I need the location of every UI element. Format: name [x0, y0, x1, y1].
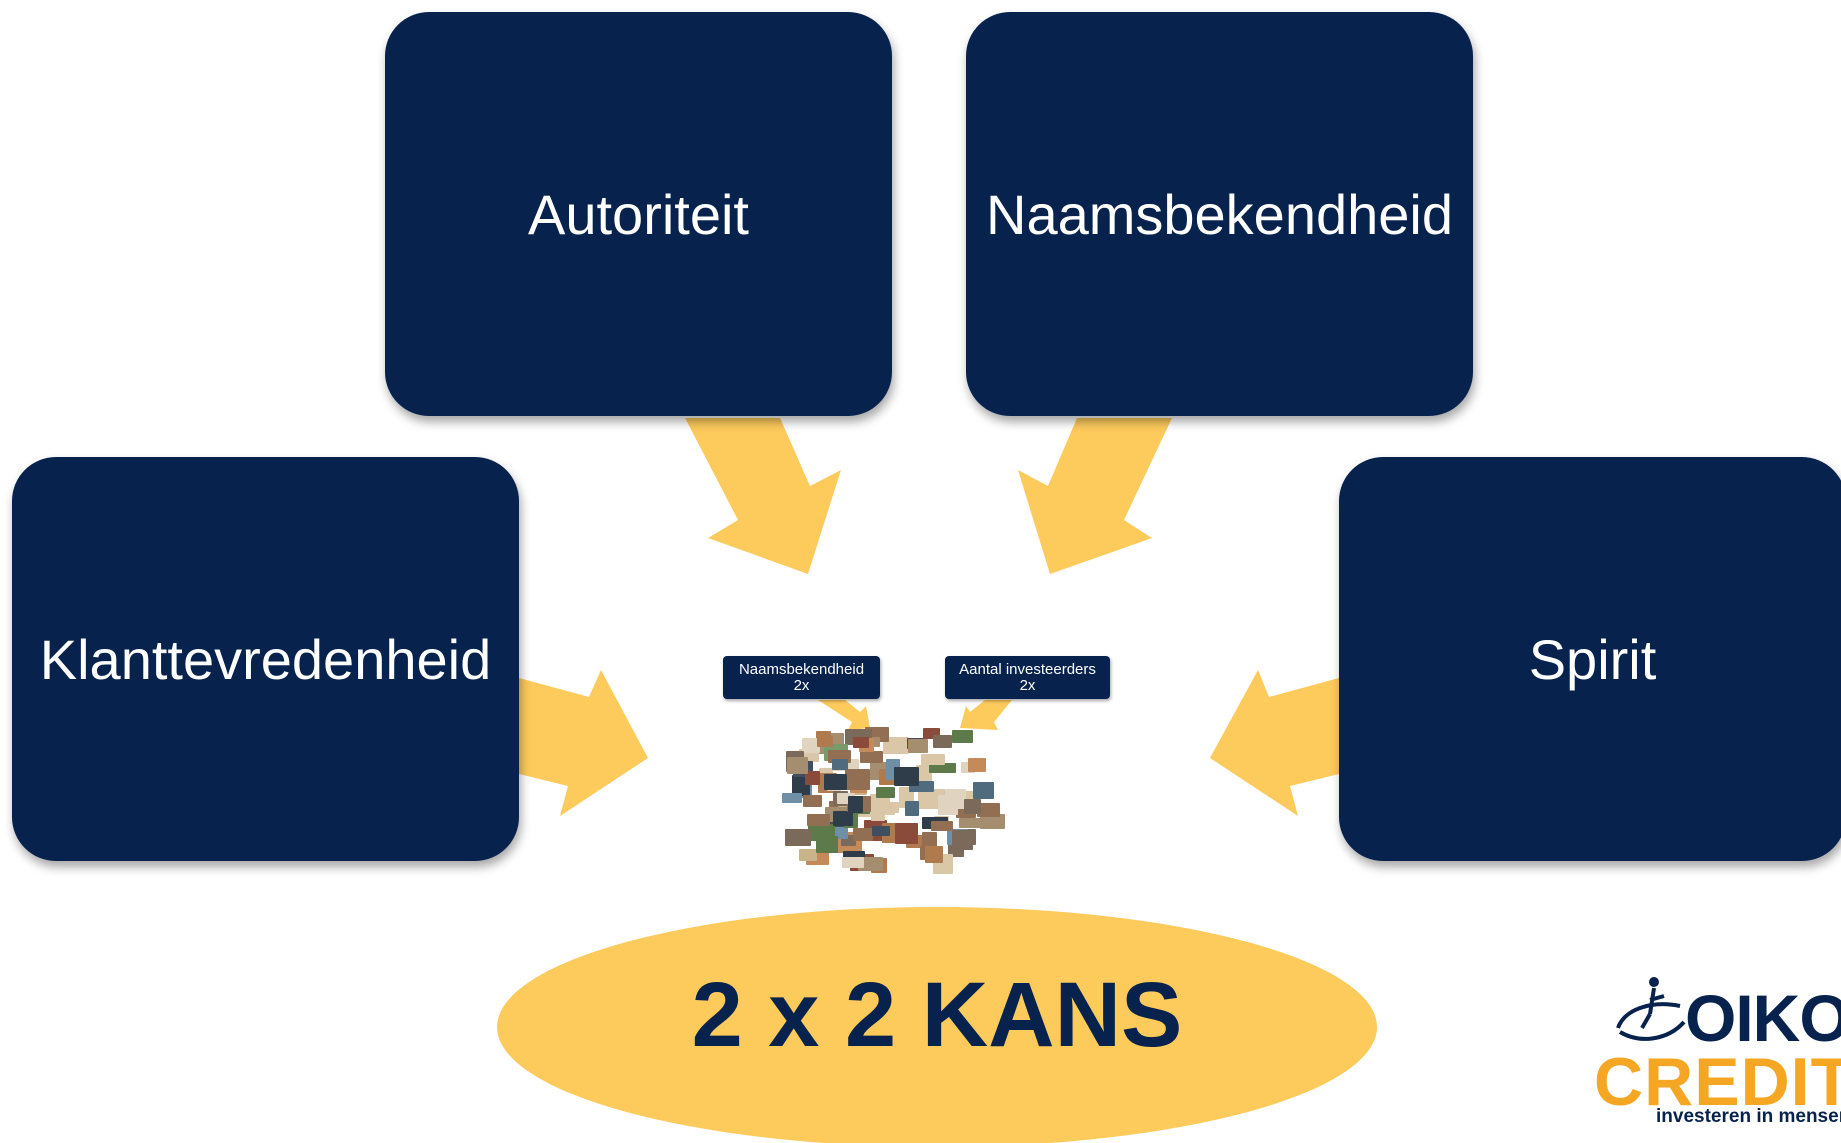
collage-photo [908, 738, 929, 753]
arrow-tag-1 [818, 700, 870, 730]
collage-photo [931, 820, 954, 831]
collage-photo [853, 828, 874, 842]
photo-collage [782, 726, 1008, 886]
tag-aantal-investeerders: Aantal investeerders 2x [945, 656, 1110, 699]
box-spirit: Spirit [1339, 457, 1841, 861]
collage-photo [817, 735, 834, 747]
collage-photo [870, 801, 885, 821]
collage-photo [976, 802, 1000, 817]
collage-photo [963, 799, 981, 815]
collage-photo [786, 757, 808, 775]
logo-word-credit: CREDIT [1594, 1044, 1841, 1120]
collage-photo [875, 786, 895, 798]
collage-photo [858, 856, 884, 871]
box-label: Naamsbekendheid [986, 182, 1453, 246]
collage-photo [784, 829, 811, 846]
tag-line1: Aantal investeerders [959, 660, 1096, 678]
outcome-ellipse: 2 x 2 KANS [497, 907, 1377, 1143]
collage-photo [933, 735, 953, 749]
arrow-naamsbekendheid [1018, 418, 1172, 574]
box-label: Spirit [1528, 627, 1657, 691]
collage-photo [924, 846, 943, 864]
collage-photo [841, 835, 857, 847]
collage-photo [852, 737, 869, 749]
globe-figure-icon [1616, 977, 1686, 1041]
collage-photo [916, 764, 933, 786]
tag-line2: 2x [793, 676, 810, 694]
collage-photo [883, 736, 910, 754]
box-label: Autoriteit [528, 182, 749, 246]
tag-line1: Naamsbekendheid [738, 660, 865, 678]
collage-photo [894, 823, 918, 845]
collage-photo [872, 826, 891, 837]
collage-photo [979, 813, 1005, 829]
collage-photo [945, 789, 967, 810]
collage-photo [958, 817, 982, 828]
box-klanttevredenheid: Klanttevredenheid [12, 457, 519, 861]
collage-photo [837, 793, 856, 805]
collage-photo [832, 759, 849, 771]
tag-naamsbekendheid: Naamsbekendheid 2x [723, 656, 880, 699]
arrow-tag-2 [960, 700, 1012, 730]
box-naamsbekendheid: Naamsbekendheid [966, 12, 1473, 416]
collage-photo [968, 757, 987, 772]
collage-photo [923, 727, 941, 739]
collage-photo [929, 762, 957, 773]
tag-line2: 2x [1019, 676, 1036, 694]
collage-photo [816, 835, 838, 853]
collage-photo [920, 753, 945, 765]
collage-photo [847, 796, 863, 814]
collage-photo [859, 751, 883, 764]
collage-photo [803, 794, 823, 807]
collage-photo [904, 800, 919, 816]
box-autoriteit: Autoriteit [385, 12, 892, 416]
arrow-autoriteit [685, 418, 841, 574]
collage-photo [894, 766, 920, 786]
collage-photo [952, 729, 974, 743]
collage-photo [799, 848, 818, 861]
logo-tagline: investeren in mensen [1656, 1106, 1841, 1127]
collage-photo [972, 781, 994, 799]
collage-photo [804, 771, 820, 786]
box-label: Klanttevredenheid [39, 627, 492, 691]
collage-photo [873, 802, 900, 814]
arrow-spirit [1210, 670, 1339, 816]
collage-photo [841, 856, 864, 868]
collage-photo [823, 773, 847, 790]
oikocredit-logo: OIKO CREDIT investeren in mensen [1590, 968, 1841, 1143]
collage-photo [917, 789, 945, 810]
logo-word-oiko: OIKO [1685, 981, 1841, 1055]
outcome-label: 2 x 2 KANS [691, 963, 1183, 1066]
collage-photo [806, 813, 830, 826]
arrow-klanttevredenheid [519, 670, 648, 816]
collage-photo [782, 793, 803, 804]
collage-photo [951, 829, 973, 850]
collage-photo [845, 769, 871, 791]
collage-photo [801, 738, 820, 754]
collage-photo [908, 780, 934, 792]
collage-photo [833, 810, 854, 826]
